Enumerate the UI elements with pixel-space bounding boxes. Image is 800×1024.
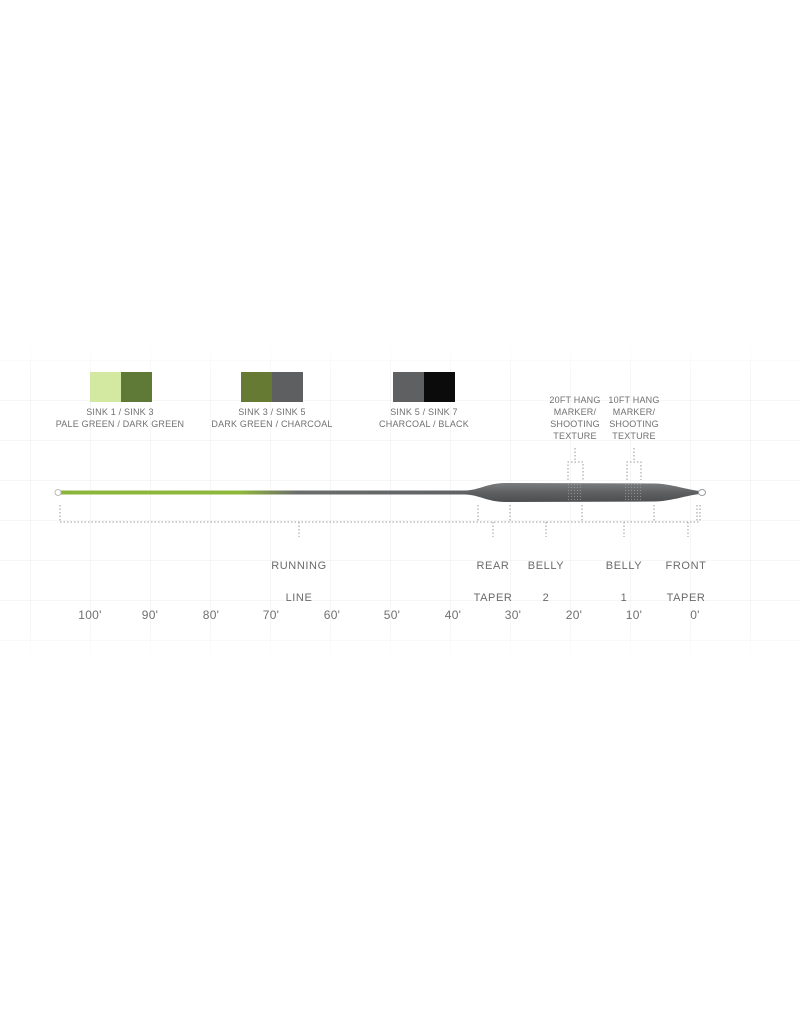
swatch-pale-green [90,372,121,402]
distance-tick: 20' [565,608,583,622]
swatch-label-density: SINK 5 / SINK 7 [390,407,458,417]
distance-tick: 80' [202,608,220,622]
distance-tick: 30' [504,608,522,622]
segment-label-line: 1 [620,592,628,604]
segment-label-belly-2: BELLY 2 [501,542,591,622]
callout-bracket-20ft [567,448,584,480]
segment-label-line: 2 [542,592,550,604]
segment-label-line: BELLY [605,560,643,572]
callout-line: MARKER/ [612,407,656,417]
swatch-label-sink3-sink5: SINK 3 / SINK 5 DARK GREEN / CHARCOAL [192,406,352,430]
distance-tick: 50' [383,608,401,622]
distance-tick: 90' [141,608,159,622]
swatch-label-density: SINK 1 / SINK 3 [86,407,154,417]
texture-zone-20ft [567,484,583,501]
segment-label-line: BELLY [527,560,565,572]
distance-tick: 40' [444,608,462,622]
swatch-black [424,372,455,402]
callout-line: SHOOTING [609,419,659,429]
swatch-sink3-sink5 [241,372,303,402]
segment-label-line: REAR [476,560,510,572]
swatch-dark-green [241,372,272,402]
rear-loop-icon [54,489,62,496]
callout-10ft-hang-marker: 10FT HANG MARKER/ SHOOTING TEXTURE [599,394,669,442]
callout-line: 10FT HANG [608,395,660,405]
swatch-label-colors: PALE GREEN / DARK GREEN [55,419,185,429]
swatch-charcoal [393,372,424,402]
callout-line: SHOOTING [550,419,600,429]
callout-bracket-10ft [626,448,642,480]
distance-tick: 10' [625,608,643,622]
distance-tick: 70' [262,608,280,622]
swatch-label-density: SINK 3 / SINK 5 [238,407,306,417]
front-loop-icon [698,489,706,496]
segment-label-line: TAPER [473,592,513,604]
segment-label-line: TAPER [666,592,706,604]
segment-label-line: LINE [285,592,313,604]
callout-line: 20FT HANG [549,395,601,405]
segment-label-front-taper: FRONT TAPER [641,542,731,622]
segment-label-running-line: RUNNING LINE [254,542,344,622]
segment-label-line: FRONT [665,560,707,572]
swatch-sink5-sink7 [393,372,455,402]
callout-line: TEXTURE [553,431,597,441]
segment-label-line: RUNNING [271,560,327,572]
swatch-dark-green [121,372,152,402]
swatch-label-sink5-sink7: SINK 5 / SINK 7 CHARCOAL / BLACK [344,406,504,430]
swatch-label-colors: CHARCOAL / BLACK [379,419,469,429]
callout-line: TEXTURE [612,431,656,441]
segment-label-rear-taper: REAR TAPER [448,542,538,622]
swatch-charcoal [272,372,303,402]
distance-tick: 0' [690,608,700,622]
distance-tick: 60' [323,608,341,622]
swatch-label-colors: DARK GREEN / CHARCOAL [211,419,333,429]
swatch-label-sink1-sink3: SINK 1 / SINK 3 PALE GREEN / DARK GREEN [40,406,200,430]
callout-20ft-hang-marker: 20FT HANG MARKER/ SHOOTING TEXTURE [540,394,610,442]
callout-line: MARKER/ [553,407,597,417]
texture-zone-10ft [625,484,641,501]
distance-tick: 100' [78,608,102,622]
running-line [58,490,470,495]
segment-brackets [59,505,701,537]
swatch-sink1-sink3 [90,372,152,402]
segment-label-belly-1: BELLY 1 [579,542,669,622]
